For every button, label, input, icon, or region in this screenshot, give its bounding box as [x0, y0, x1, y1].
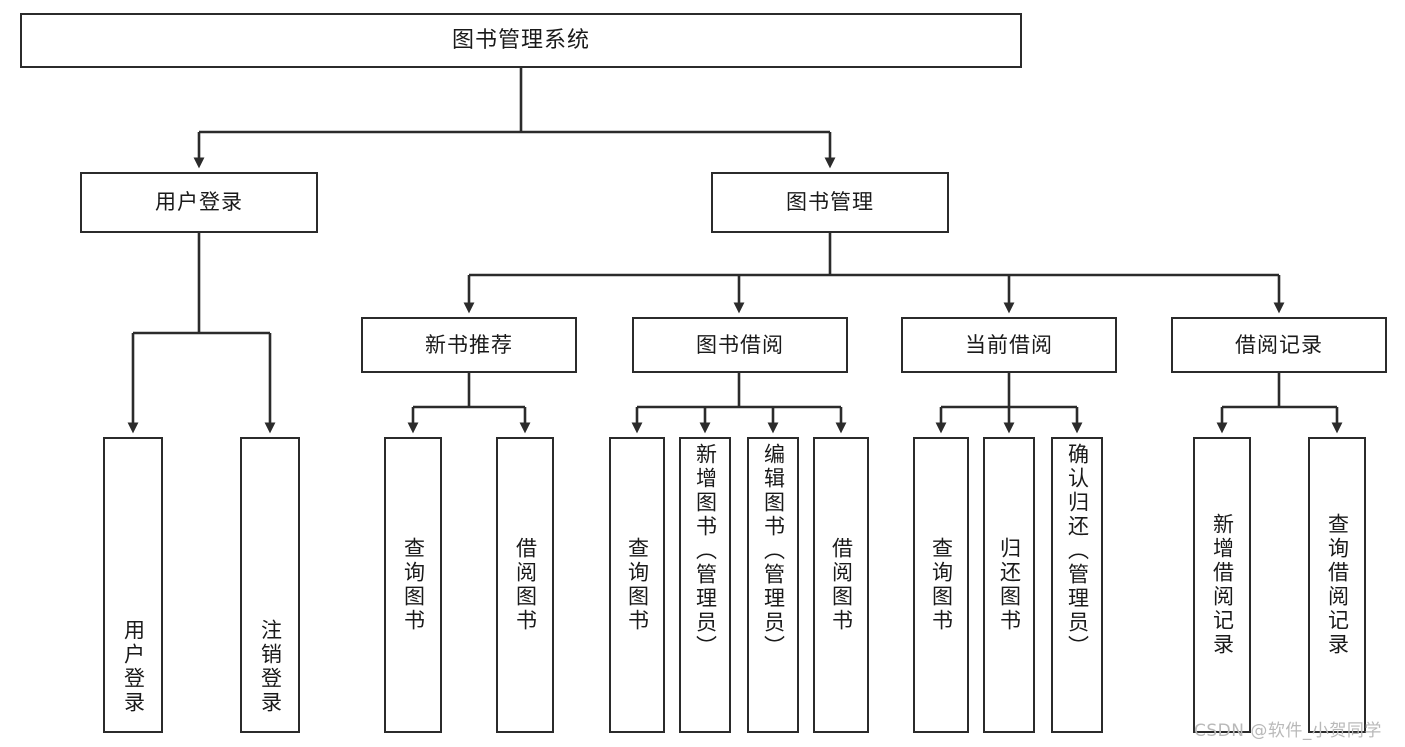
node-label: 注销登录: [258, 619, 283, 715]
leaf-return-books[interactable]: 归还图书: [983, 437, 1035, 733]
node-label: 借阅图书: [829, 537, 854, 633]
leaf-add-borrow-record[interactable]: 新增借阅记录: [1193, 437, 1251, 733]
node-root-system[interactable]: 图书管理系统: [20, 13, 1022, 68]
node-label: 用户登录: [121, 619, 146, 715]
node-label: 当前借阅: [965, 332, 1053, 357]
leaf-logout[interactable]: 注销登录: [240, 437, 300, 733]
node-label: 编辑图书（管理员）: [761, 443, 786, 659]
leaf-user-login[interactable]: 用户登录: [103, 437, 163, 733]
node-label: 图书借阅: [696, 332, 784, 357]
node-label: 借阅图书: [513, 537, 538, 633]
leaf-edit-book-admin[interactable]: 编辑图书（管理员）: [747, 437, 799, 733]
node-label: 借阅记录: [1235, 332, 1323, 357]
node-label: 查询借阅记录: [1325, 513, 1350, 657]
leaf-borrow-books-recommend[interactable]: 借阅图书: [496, 437, 554, 733]
node-user-login[interactable]: 用户登录: [80, 172, 318, 233]
leaf-query-books-current[interactable]: 查询图书: [913, 437, 969, 733]
csdn-watermark: CSDN @软件_小贺同学: [1194, 721, 1382, 741]
node-label: 查询图书: [401, 537, 426, 633]
node-label: 图书管理系统: [451, 27, 590, 53]
node-label: 查询图书: [625, 537, 650, 633]
node-label: 用户登录: [155, 190, 243, 215]
node-new-book-recommend[interactable]: 新书推荐: [361, 317, 577, 373]
leaf-borrow-books-borrow[interactable]: 借阅图书: [813, 437, 869, 733]
leaf-confirm-return-admin[interactable]: 确认归还（管理员）: [1051, 437, 1103, 733]
node-current-borrow[interactable]: 当前借阅: [901, 317, 1117, 373]
node-borrow-record[interactable]: 借阅记录: [1171, 317, 1387, 373]
node-book-borrow[interactable]: 图书借阅: [632, 317, 848, 373]
leaf-query-books-borrow[interactable]: 查询图书: [609, 437, 665, 733]
node-label: 新增借阅记录: [1210, 513, 1235, 657]
node-book-management[interactable]: 图书管理: [711, 172, 949, 233]
node-label: 归还图书: [997, 537, 1022, 633]
leaf-query-books-recommend[interactable]: 查询图书: [384, 437, 442, 733]
leaf-query-borrow-record[interactable]: 查询借阅记录: [1308, 437, 1366, 733]
node-label: 确认归还（管理员）: [1065, 443, 1090, 659]
node-label: 图书管理: [786, 190, 874, 215]
node-label: 查询图书: [929, 537, 954, 633]
node-label: 新增图书（管理员）: [693, 443, 718, 659]
node-label: 新书推荐: [425, 332, 513, 357]
leaf-add-book-admin[interactable]: 新增图书（管理员）: [679, 437, 731, 733]
